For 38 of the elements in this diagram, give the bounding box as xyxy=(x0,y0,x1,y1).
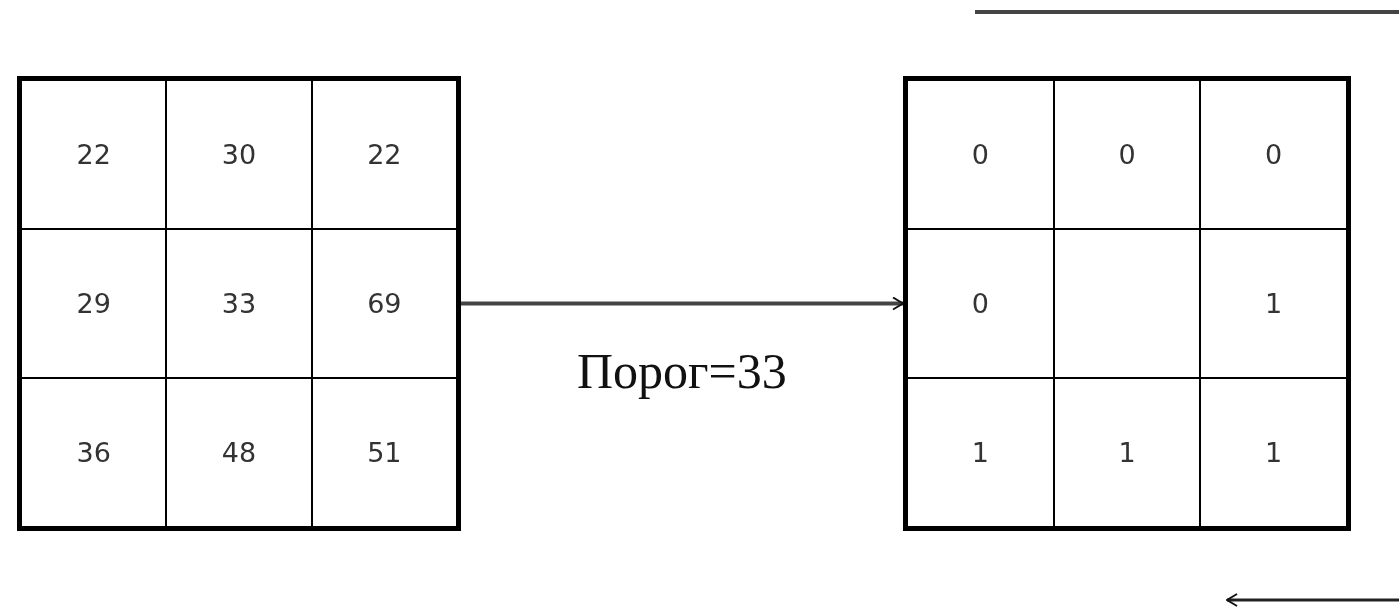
cell-value: 48 xyxy=(221,437,257,468)
matrix-grid xyxy=(903,76,1351,531)
matrix-cell xyxy=(21,229,167,378)
cell-value: 0 xyxy=(971,139,989,170)
cell-value: 0 xyxy=(971,288,989,319)
matrix-cell xyxy=(907,378,1054,527)
matrix-cell xyxy=(311,229,457,378)
matrix-cell xyxy=(1200,80,1347,229)
cell-value: 22 xyxy=(367,139,402,170)
cell-value: 22 xyxy=(76,139,111,170)
cell-value: 1 xyxy=(1265,437,1283,468)
matrix-cell xyxy=(21,80,167,229)
matrix-cell xyxy=(311,80,457,229)
cell-value: 0 xyxy=(1118,139,1136,170)
matrix-cell xyxy=(1200,229,1347,378)
cell-value: 36 xyxy=(76,437,111,468)
matrix-cell xyxy=(166,80,312,229)
cell-value: 1 xyxy=(971,437,989,468)
cell-value: 30 xyxy=(221,139,257,170)
cell-value: 33 xyxy=(221,288,257,319)
cell-value: 0 xyxy=(1265,139,1283,170)
matrix-cell xyxy=(907,229,1054,378)
cell-value: 51 xyxy=(367,437,402,468)
matrix-cell xyxy=(166,378,312,527)
matrix-cell xyxy=(907,80,1054,229)
cell-value: 1 xyxy=(1118,437,1136,468)
matrix-cell xyxy=(1053,378,1201,527)
cell-value: 69 xyxy=(367,288,402,319)
matrix-cell xyxy=(21,378,167,527)
matrix-cell xyxy=(1053,229,1201,378)
matrix-cell xyxy=(1200,378,1347,527)
arrow xyxy=(461,296,904,311)
matrix-cell xyxy=(311,378,457,527)
matrix-cell xyxy=(1053,80,1201,229)
cell-value: 1 xyxy=(1265,288,1283,319)
cell-value: 29 xyxy=(76,288,111,319)
matrix-grid xyxy=(17,76,461,531)
matrix-cell xyxy=(166,229,312,378)
